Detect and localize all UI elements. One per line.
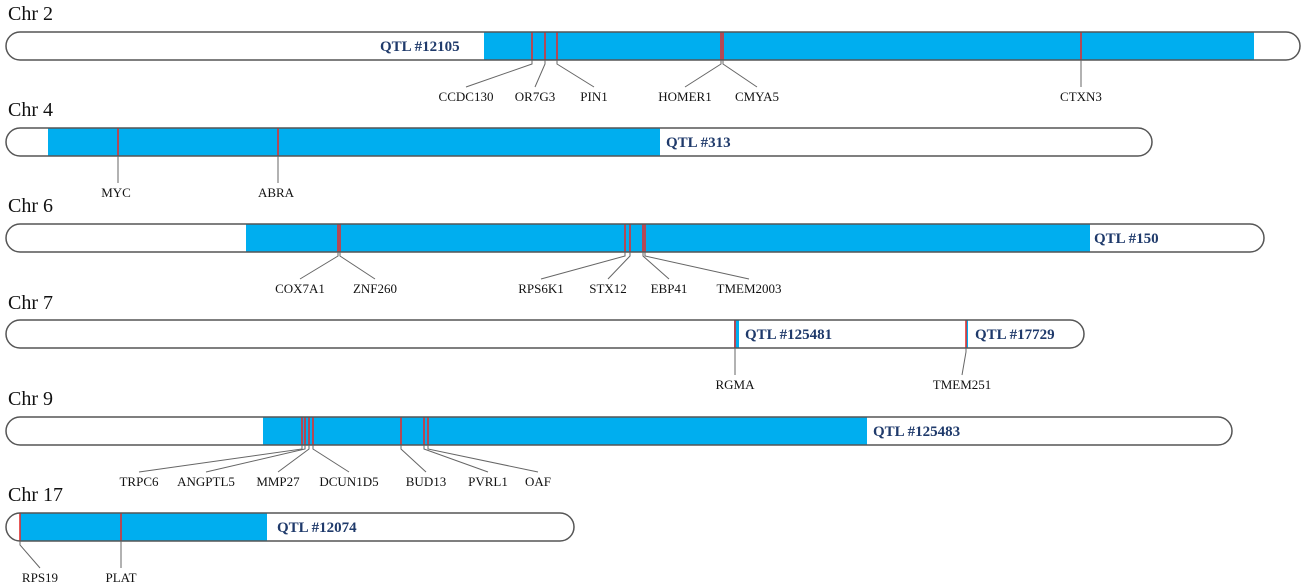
gene-label: RPS6K1 [518, 281, 564, 296]
gene-label: TRPC6 [119, 474, 159, 489]
gene-leader-line [684, 60, 722, 88]
qtl-label: QTL #12105 [380, 39, 460, 55]
qtl-region [484, 32, 1254, 60]
gene-label: RGMA [715, 377, 755, 392]
qtl-label: QTL #17729 [975, 327, 1055, 343]
gene-label: CTXN3 [1060, 89, 1102, 104]
gene-label: PVRL1 [468, 474, 508, 489]
gene-leader-line [312, 445, 350, 473]
chromosome-outline [5, 319, 1085, 349]
chromosome-title: Chr 17 [8, 484, 63, 506]
chromosome-regions [263, 417, 867, 445]
chromosome-outline [5, 223, 1265, 253]
gene-leader-line [556, 60, 595, 88]
chromosome-regions [48, 128, 660, 156]
chromosome-outline [5, 127, 1153, 157]
qtl-region [20, 513, 267, 541]
chromosome-outline [5, 416, 1233, 446]
qtl-label: QTL #313 [666, 135, 731, 151]
chromosome-title: Chr 6 [8, 195, 53, 217]
qtl-region [734, 320, 739, 348]
qtl-region [246, 224, 1090, 252]
gene-label: HOMER1 [658, 89, 711, 104]
gene-leader-line [427, 445, 539, 473]
gene-label: PIN1 [580, 89, 607, 104]
gene-label: TMEM2003 [717, 281, 782, 296]
gene-leader-line [722, 60, 758, 88]
gene-leader-line [400, 445, 427, 473]
qtl-region [48, 128, 660, 156]
qtl-region [966, 320, 968, 348]
gene-leader-line [138, 445, 303, 473]
chromosome-title: Chr 9 [8, 388, 53, 410]
gene-leader-line [423, 445, 489, 473]
gene-leader-line [339, 252, 376, 280]
chromosome-regions [246, 224, 1090, 252]
gene-leader-line [465, 60, 533, 88]
gene-leader-line [205, 445, 306, 473]
gene-label: RPS19 [22, 570, 58, 585]
gene-leader-line [607, 252, 631, 280]
gene-label: ANGPTL5 [177, 474, 235, 489]
chromosome-regions [734, 320, 968, 348]
qtl-label: QTL #125481 [745, 327, 832, 343]
gene-label: ZNF260 [353, 281, 397, 296]
chromosome-regions [484, 32, 1254, 60]
chromosome-regions [19, 513, 267, 541]
gene-label: OAF [525, 474, 551, 489]
gene-label: PLAT [105, 570, 136, 585]
gene-label: DCUN1D5 [319, 474, 378, 489]
gene-label: TMEM251 [933, 377, 992, 392]
chromosome-bar [6, 320, 1084, 348]
gene-leader-line [540, 252, 626, 280]
gene-label: EBP41 [651, 281, 688, 296]
gene-label: BUD13 [406, 474, 446, 489]
qtl-label: QTL #12074 [277, 520, 357, 536]
chromosome-outline [5, 512, 575, 542]
gene-label: STX12 [589, 281, 627, 296]
qtl-label: QTL #125483 [873, 424, 960, 440]
gene-label: CMYA5 [735, 89, 779, 104]
chromosome-title: Chr 4 [8, 99, 53, 121]
gene-leader-line [277, 445, 310, 473]
qtl-region [263, 417, 867, 445]
gene-leader-line [19, 541, 41, 569]
gene-label: ABRA [258, 185, 295, 200]
gene-label: MMP27 [256, 474, 300, 489]
chromosome-title: Chr 7 [8, 292, 53, 314]
chromosome-outline [5, 31, 1301, 61]
chromosome-title: Chr 2 [8, 3, 53, 25]
gene-leader-line [644, 252, 750, 280]
gene-label: CCDC130 [439, 89, 494, 104]
gene-leader-line [961, 348, 967, 376]
gene-label: OR7G3 [515, 89, 555, 104]
gene-label: MYC [101, 185, 131, 200]
gene-leader-line [534, 60, 546, 88]
gene-leader-line [642, 252, 670, 280]
gene-leader-line [299, 252, 339, 280]
qtl-label: QTL #150 [1094, 231, 1159, 247]
gene-label: COX7A1 [275, 281, 325, 296]
